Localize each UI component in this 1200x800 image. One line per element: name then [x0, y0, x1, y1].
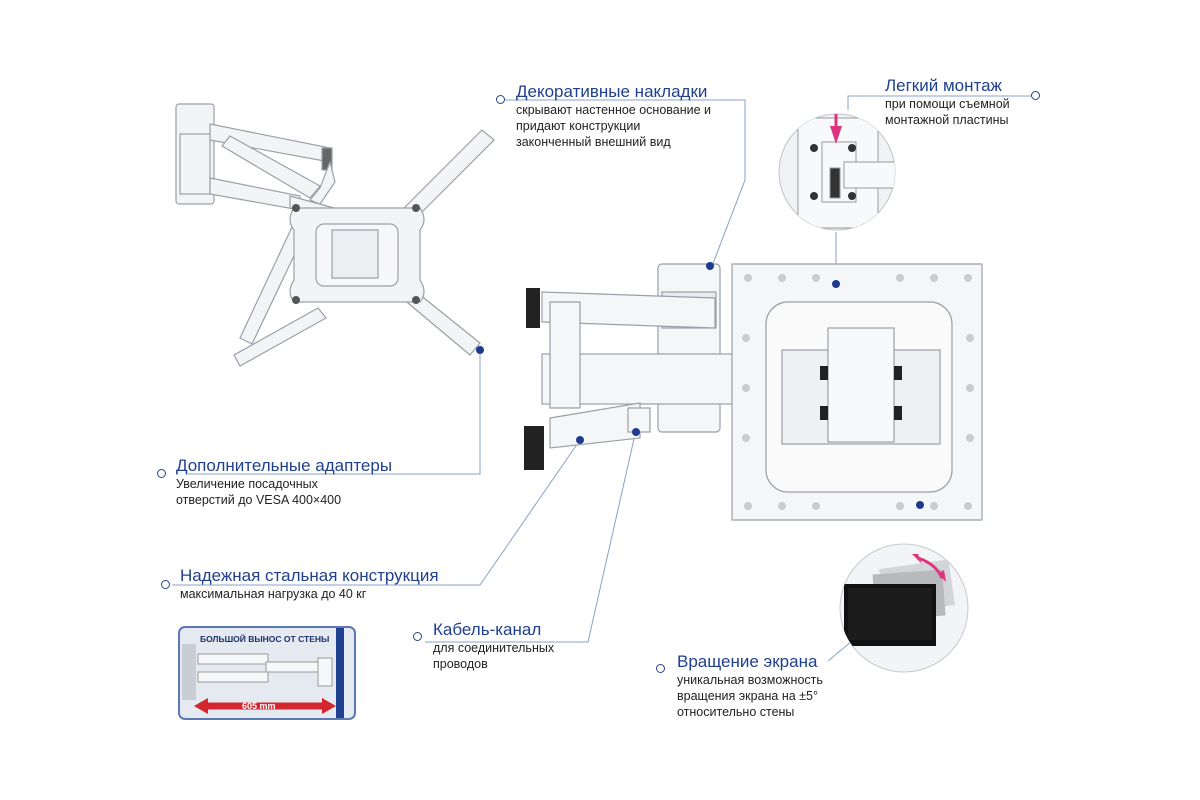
- callout-screen-rotation: Вращение экрана уникальная возможность в…: [677, 652, 823, 720]
- mount-anchor-dot: [832, 280, 840, 288]
- mount-detail-image: [778, 113, 896, 231]
- callout-cable-channel: Кабель-канал для соединительных проводов: [433, 620, 554, 672]
- callout-desc-line: законченный внешний вид: [516, 135, 671, 149]
- callout-desc-line: Увеличение посадочных: [176, 477, 318, 491]
- rotation-detail-image: [839, 543, 969, 673]
- steel-marker: [161, 580, 170, 589]
- rotation-anchor-dot: [916, 501, 924, 509]
- callout-desc-line: проводов: [433, 657, 488, 671]
- callout-title: Легкий монтаж: [885, 76, 1002, 95]
- callout-desc-line: для соединительных: [433, 641, 555, 655]
- callout-title: Вращение экрана: [677, 652, 818, 671]
- callout-desc-line: максимальная нагрузка до 40 кг: [180, 587, 367, 601]
- adapters-marker: [157, 469, 166, 478]
- rotation-marker: [656, 664, 665, 673]
- inset-measurement: 605 mm: [242, 701, 276, 711]
- adapters-anchor-dot: [476, 346, 484, 354]
- callout-title: Дополнительные адаптеры: [176, 456, 393, 475]
- steel-anchor-dot: [576, 436, 584, 444]
- callout-desc-line: скрывают настенное основание и: [516, 103, 712, 117]
- extension-inset: БОЛЬШОЙ ВЫНОС ОТ СТЕНЫ 605 mm: [178, 626, 356, 720]
- callout-desc-line: уникальная возможность: [677, 673, 823, 687]
- callout-title: Надежная стальная конструкция: [180, 566, 439, 585]
- callout-title: Кабель-канал: [433, 620, 542, 639]
- callout-title: Декоративные накладки: [516, 82, 708, 101]
- decor-marker: [496, 95, 505, 104]
- extension-illustration: [182, 628, 344, 718]
- callout-desc-line: придают конструкции: [516, 119, 641, 133]
- callout-extra-adapters: Дополнительные адаптеры Увеличение посад…: [176, 456, 392, 508]
- main-bracket-image: [524, 263, 983, 521]
- callout-steel-construction: Надежная стальная конструкция максимальн…: [180, 566, 439, 602]
- callout-desc-line: при помощи съемной: [885, 97, 1010, 111]
- callout-decorative-covers: Декоративные накладки скрывают настенное…: [516, 82, 711, 150]
- bracket-with-adapters-image: [175, 103, 495, 367]
- callout-easy-mount: Легкий монтаж при помощи съемной монтажн…: [885, 76, 1010, 128]
- callout-desc-line: отверстий до VESA 400×400: [176, 493, 342, 507]
- cable-anchor-dot: [632, 428, 640, 436]
- cable-marker: [413, 632, 422, 641]
- inset-caption: БОЛЬШОЙ ВЫНОС ОТ СТЕНЫ: [200, 634, 330, 644]
- callout-desc-line: вращения экрана на ±5°: [677, 689, 818, 703]
- mount-marker: [1031, 91, 1040, 100]
- callout-desc-line: относительно стены: [677, 705, 795, 719]
- callout-desc-line: монтажной пластины: [885, 113, 1009, 127]
- decor-anchor-dot: [706, 262, 714, 270]
